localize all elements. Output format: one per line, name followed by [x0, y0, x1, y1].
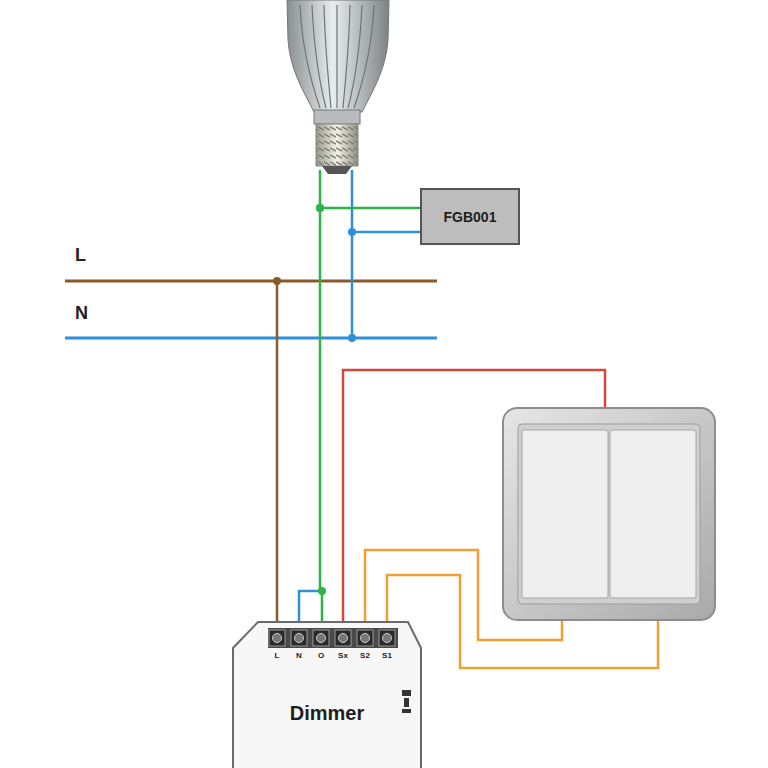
- dimmer-module: Dimmer: [233, 622, 421, 768]
- node-label: FGB001: [444, 209, 497, 225]
- neutral-wire: [352, 231, 420, 234]
- live-line: [65, 280, 437, 283]
- status-icon: [402, 690, 411, 713]
- module-box: FGB001: [420, 188, 520, 245]
- terminal-label: N: [296, 651, 302, 660]
- junction-dot: [316, 204, 324, 212]
- neutral-wire: [351, 170, 354, 338]
- terminal-label: O: [318, 651, 324, 660]
- led-bulb: [287, 0, 389, 174]
- line-label: N: [75, 303, 88, 324]
- live-wire: [276, 281, 279, 632]
- node-label: Dimmer: [233, 702, 421, 725]
- load-wire: [320, 208, 420, 622]
- junction-dot: [348, 334, 356, 342]
- double-switch: [503, 408, 715, 620]
- terminal-label: L: [275, 651, 280, 660]
- terminal-label: Sx: [338, 651, 348, 660]
- junction-dot: [348, 228, 356, 236]
- terminal-label: S2: [360, 651, 370, 660]
- junction-dot: [273, 277, 281, 285]
- terminal-label: S1: [382, 651, 392, 660]
- dimmer-housing: [233, 622, 421, 768]
- neutral-line: [65, 337, 437, 340]
- line-label: L: [75, 245, 86, 266]
- load-wire: [319, 170, 322, 208]
- terminal-row: [269, 630, 395, 646]
